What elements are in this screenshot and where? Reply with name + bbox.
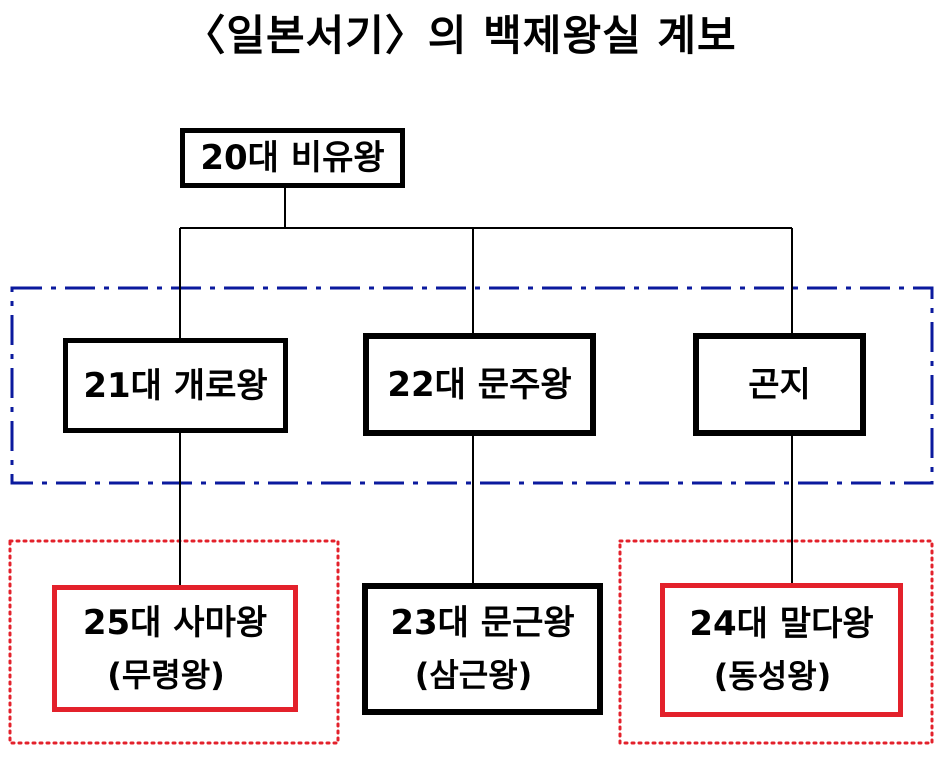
node-label: 21대 개로왕 [83,365,268,406]
highlight-group-right-outline [618,539,934,745]
node-gen20-biyu: 20대 비유왕 [180,128,405,188]
node-gen21-gaero: 21대 개로왕 [63,338,288,433]
node-gen23-mungeun: 23대 문근왕 (삼근왕) [362,583,603,715]
node-label: 곤지 [748,364,811,405]
node-gen25-sama: 25대 사마왕 (무령왕) [52,585,298,712]
node-alias: (삼근왕) [414,656,533,694]
node-gen22-munju: 22대 문주왕 [363,333,596,436]
node-label: 25대 사마왕 [82,602,268,643]
highlight-group-left-outline [8,539,340,745]
generation-group-outline [10,286,934,485]
node-label: 22대 문주왕 [387,364,572,405]
diagram-title: 〈일본서기〉의 백제왕실 계보 [183,11,737,60]
node-label: 20대 비유왕 [200,138,385,178]
node-alias: (무령왕) [107,655,225,694]
node-label: 23대 문근왕 [390,603,575,643]
node-gonji: 곤지 [693,333,866,436]
node-alias: (동성왕) [713,657,832,695]
node-label: 24대 말다왕 [689,604,874,644]
node-gen24-malda: 24대 말다왕 (동성왕) [660,583,903,717]
